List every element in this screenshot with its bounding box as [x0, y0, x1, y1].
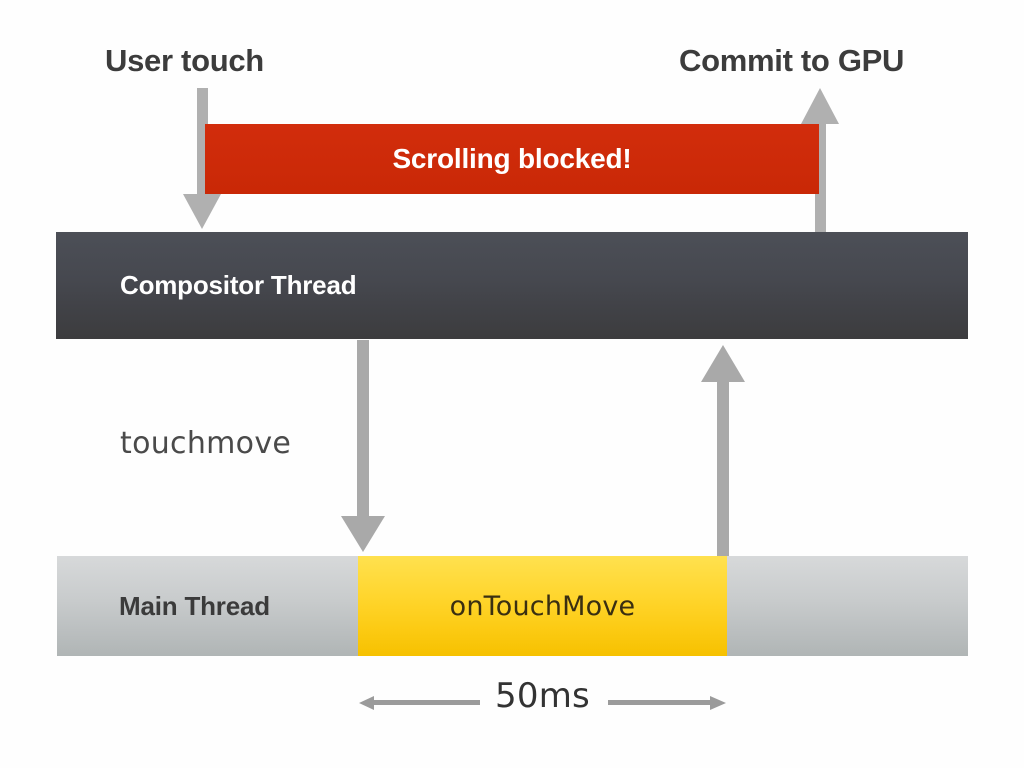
user-touch-label: User touch [105, 43, 264, 78]
compositor-thread-label: Compositor Thread [120, 270, 357, 300]
duration-measure: 50ms [355, 676, 730, 732]
compositor-thread-bar: Compositor Thread [56, 232, 968, 339]
on-touch-move-block: onTouchMove [358, 556, 727, 656]
duration-label: 50ms [495, 676, 590, 716]
touchmove-event-label: touchmove [120, 426, 292, 461]
main-thread-label: Main Thread [119, 590, 270, 621]
touchmove-down-arrow [341, 340, 385, 552]
on-touch-move-label: onTouchMove [449, 590, 636, 622]
commit-to-gpu-label: Commit to GPU [679, 43, 905, 78]
scrolling-blocked-bar: Scrolling blocked! [205, 124, 819, 194]
scrolling-blocked-label: Scrolling blocked! [392, 143, 632, 174]
return-up-arrow [701, 345, 745, 556]
